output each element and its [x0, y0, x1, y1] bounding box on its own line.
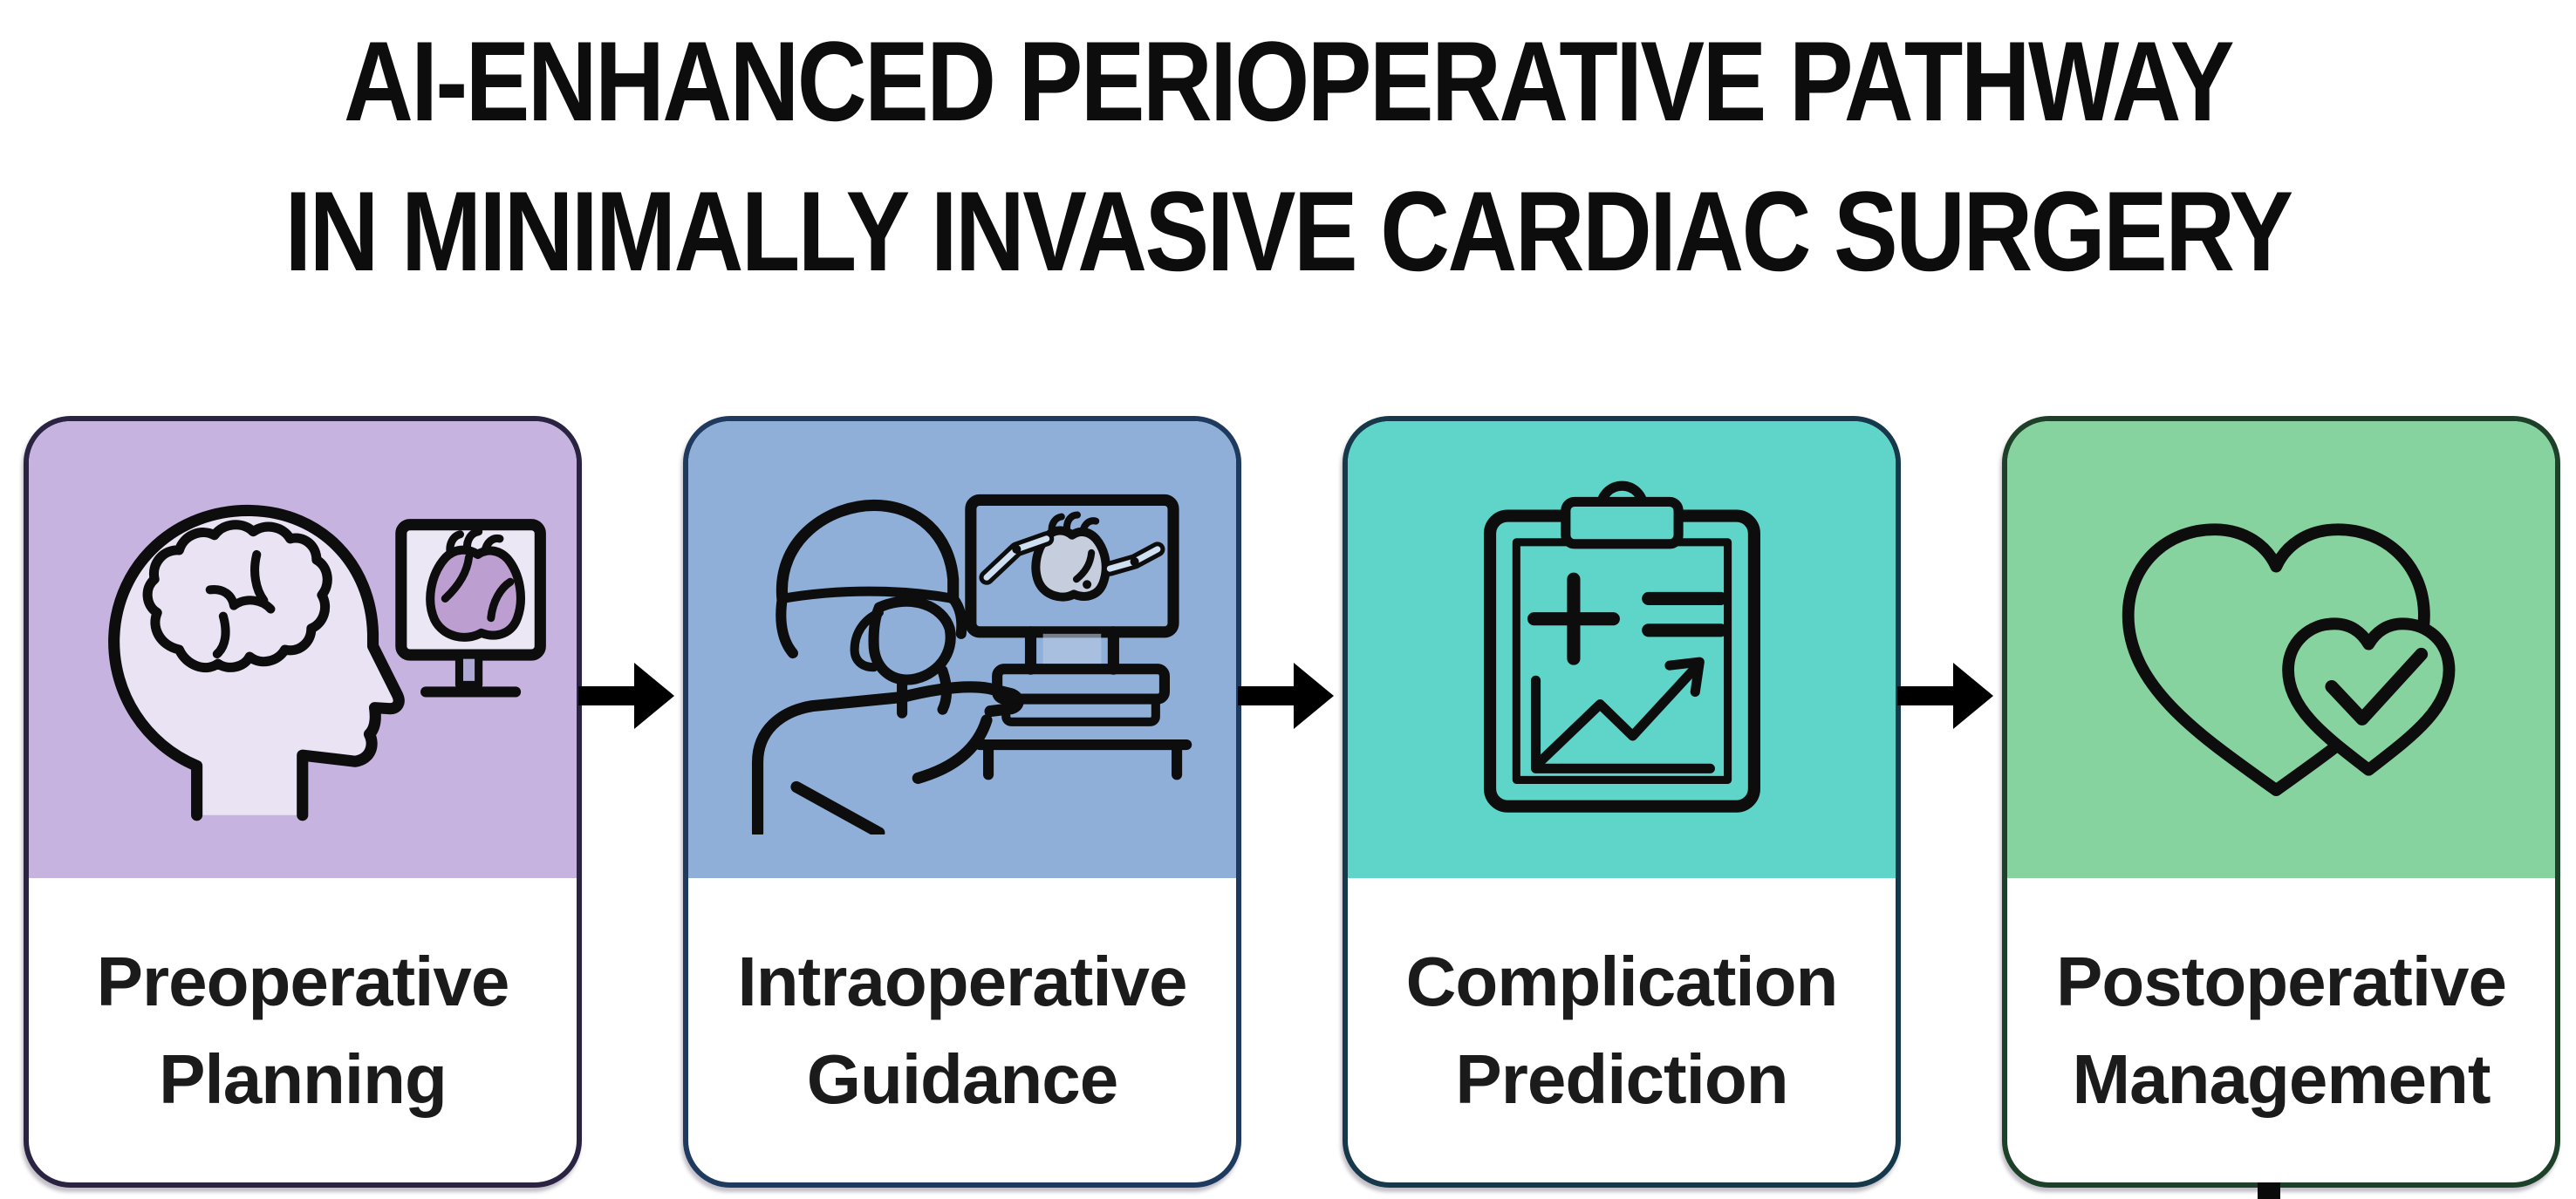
small-heart-with-check — [2282, 617, 2456, 776]
card-label-postoperative-management: Postoperative Management — [2055, 942, 2507, 1118]
card-header-postoperative — [2007, 421, 2555, 878]
figure-title-line-1: AI-ENHANCED PERIOPERATIVE PATHWAY — [344, 17, 2235, 145]
cropped-edge-notch — [2258, 1182, 2280, 1199]
pathway-steps-row: Preoperative Planning — [24, 416, 2560, 1188]
surgeon-robotic-console-icon — [752, 494, 1192, 835]
clipboard-risk-chart-icon — [1483, 480, 1760, 813]
figure-title: AI-ENHANCED PERIOPERATIVE PATHWAY IN MIN… — [193, 0, 2382, 306]
hearts-check-icon — [2122, 523, 2456, 797]
card-label-complication-prediction: Complication Prediction — [1405, 942, 1839, 1118]
figure-title-line-2: IN MINIMALLY INVASIVE CARDIAC SURGERY — [284, 167, 2293, 295]
monitor-with-heart — [395, 519, 547, 698]
pathway-card-complication-prediction: Complication Prediction — [1343, 416, 1901, 1188]
pathway-card-intraoperative-guidance: Intraoperative Guidance — [683, 416, 1241, 1188]
flow-arrow-3 — [1897, 416, 2002, 1188]
surgeon — [752, 499, 1024, 835]
flow-arrow-2 — [1238, 416, 1343, 1188]
arrow-gap-1 — [578, 416, 683, 1188]
card-header-complication — [1348, 421, 1896, 878]
card-header-preoperative — [29, 421, 577, 878]
checkmark — [2325, 647, 2429, 726]
card-header-intraoperative — [688, 421, 1236, 878]
brain-head-monitor-icon — [108, 504, 547, 821]
trend-chart — [1530, 657, 1715, 773]
console-stand — [974, 626, 1192, 780]
plus-sign — [1527, 572, 1620, 665]
card-label-preoperative-planning: Preoperative Planning — [96, 942, 510, 1118]
pathway-card-postoperative-management: Postoperative Management — [2002, 416, 2560, 1188]
pathway-card-preoperative-planning: Preoperative Planning — [24, 416, 582, 1188]
card-label-intraoperative-guidance: Intraoperative Guidance — [737, 942, 1187, 1118]
equals-sign — [1641, 591, 1727, 637]
flow-arrow-1 — [578, 416, 683, 1188]
arrow-gap-2 — [1238, 416, 1343, 1188]
clipboard — [1483, 480, 1760, 813]
brain — [142, 520, 332, 672]
arrow-gap-3 — [1897, 416, 2002, 1188]
surgical-monitor — [965, 494, 1179, 638]
